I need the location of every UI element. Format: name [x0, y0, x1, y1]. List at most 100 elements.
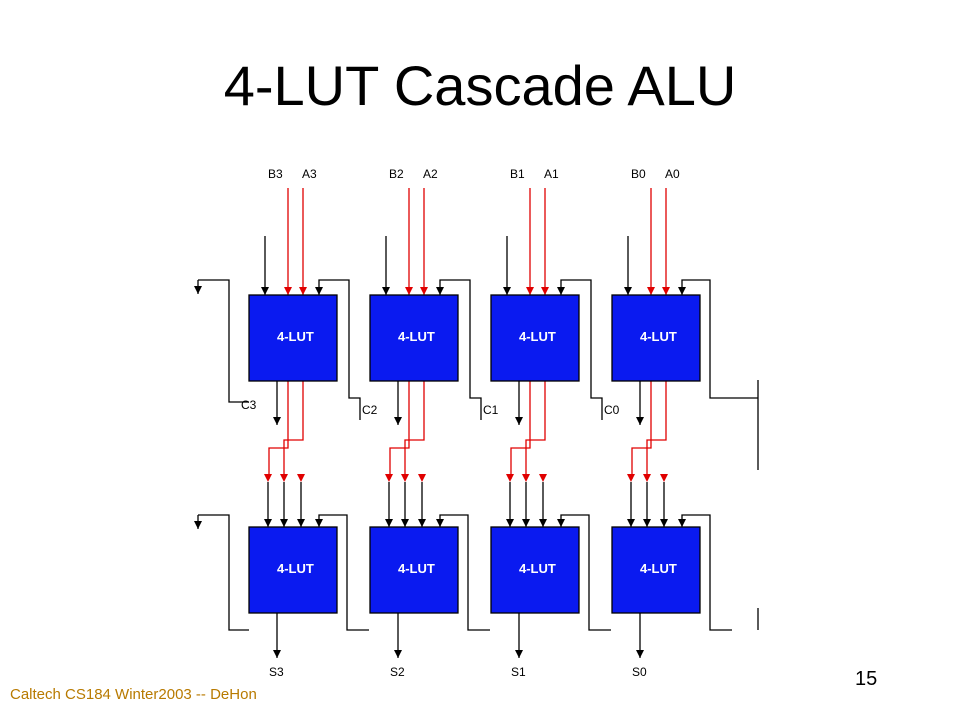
input-label-a: A0 — [665, 167, 680, 181]
arrowhead — [264, 474, 272, 482]
wire-a-route — [283, 381, 304, 479]
arrowhead — [401, 474, 409, 482]
arrowhead — [280, 519, 288, 527]
wire-carry-link — [560, 279, 603, 420]
arrowhead — [405, 287, 413, 295]
arrowhead — [297, 519, 305, 527]
input-label-b: B2 — [389, 167, 404, 181]
wire-a-route — [525, 381, 546, 479]
carry-label: C2 — [362, 403, 378, 417]
arrowhead — [194, 521, 202, 529]
arrowhead — [194, 286, 202, 294]
wire-b-route — [631, 381, 652, 479]
input-label-b: B1 — [510, 167, 525, 181]
arrowhead — [522, 519, 530, 527]
arrowhead — [261, 287, 269, 295]
arrowhead — [297, 474, 305, 482]
arrowhead — [506, 519, 514, 527]
lut-block — [369, 526, 459, 614]
lut-block — [248, 526, 338, 614]
arrowhead — [273, 417, 281, 425]
wire-carry-link — [681, 279, 758, 399]
arrowhead — [643, 474, 651, 482]
arrowhead — [385, 474, 393, 482]
sum-label: S3 — [269, 665, 284, 679]
arrowhead — [418, 474, 426, 482]
arrowhead — [382, 287, 390, 295]
lut-block — [611, 294, 701, 382]
lut-label: 4-LUT — [640, 561, 677, 576]
wire-a-route — [404, 381, 425, 479]
arrowhead — [557, 287, 565, 295]
arrowhead — [515, 650, 523, 658]
arrowhead — [436, 519, 444, 527]
lut-label: 4-LUT — [398, 329, 435, 344]
arrowhead — [522, 474, 530, 482]
arrowhead — [678, 287, 686, 295]
arrowhead — [678, 519, 686, 527]
lut-block — [490, 526, 580, 614]
carry-label: C3 — [241, 398, 257, 412]
arrowhead — [420, 287, 428, 295]
arrowhead — [643, 519, 651, 527]
slide-title: 4-LUT Cascade ALU — [223, 54, 737, 117]
lut-block — [369, 294, 459, 382]
arrowhead — [636, 417, 644, 425]
lut-label: 4-LUT — [398, 561, 435, 576]
input-label-b: B3 — [268, 167, 283, 181]
footer-credit: Caltech CS184 Winter2003 -- DeHon — [10, 686, 257, 703]
arrowhead — [284, 287, 292, 295]
arrowhead — [299, 287, 307, 295]
wire-carry-link — [439, 279, 482, 420]
arrowhead — [385, 519, 393, 527]
arrowhead — [660, 474, 668, 482]
arrowhead — [539, 519, 547, 527]
wire-left-bot — [198, 514, 249, 631]
arrowhead — [624, 287, 632, 295]
wire-left-top — [198, 279, 249, 403]
arrowhead — [660, 519, 668, 527]
arrowhead — [264, 519, 272, 527]
wires-red — [268, 188, 667, 479]
input-label-b: B0 — [631, 167, 646, 181]
arrowhead — [436, 287, 444, 295]
wire-carry-link — [318, 279, 361, 420]
arrowhead — [539, 474, 547, 482]
arrowhead — [280, 474, 288, 482]
wire-a-route — [646, 381, 667, 479]
sum-label: S2 — [390, 665, 405, 679]
lut-label: 4-LUT — [277, 329, 314, 344]
sum-label: S1 — [511, 665, 526, 679]
arrowhead — [636, 650, 644, 658]
lut-label: 4-LUT — [277, 561, 314, 576]
input-label-a: A1 — [544, 167, 559, 181]
carry-label: C1 — [483, 403, 499, 417]
sum-label: S0 — [632, 665, 647, 679]
arrowhead — [662, 287, 670, 295]
arrowhead — [394, 417, 402, 425]
arrowhead — [394, 650, 402, 658]
input-label-a: A2 — [423, 167, 438, 181]
lut-block — [611, 526, 701, 614]
lut-label: 4-LUT — [519, 561, 556, 576]
arrowhead — [526, 287, 534, 295]
arrowhead — [273, 650, 281, 658]
arrowhead — [557, 519, 565, 527]
arrowhead — [503, 287, 511, 295]
arrowhead — [506, 474, 514, 482]
arrowhead — [418, 519, 426, 527]
arrowhead — [401, 519, 409, 527]
wire-b-route — [268, 381, 289, 479]
slide-number: 15 — [855, 668, 878, 690]
arrowhead — [627, 474, 635, 482]
arrowhead — [315, 519, 323, 527]
arrowhead — [647, 287, 655, 295]
input-label-a: A3 — [302, 167, 317, 181]
arrowheads — [194, 286, 686, 658]
carry-label: C0 — [604, 403, 620, 417]
arrowhead — [627, 519, 635, 527]
lut-label: 4-LUT — [519, 329, 556, 344]
